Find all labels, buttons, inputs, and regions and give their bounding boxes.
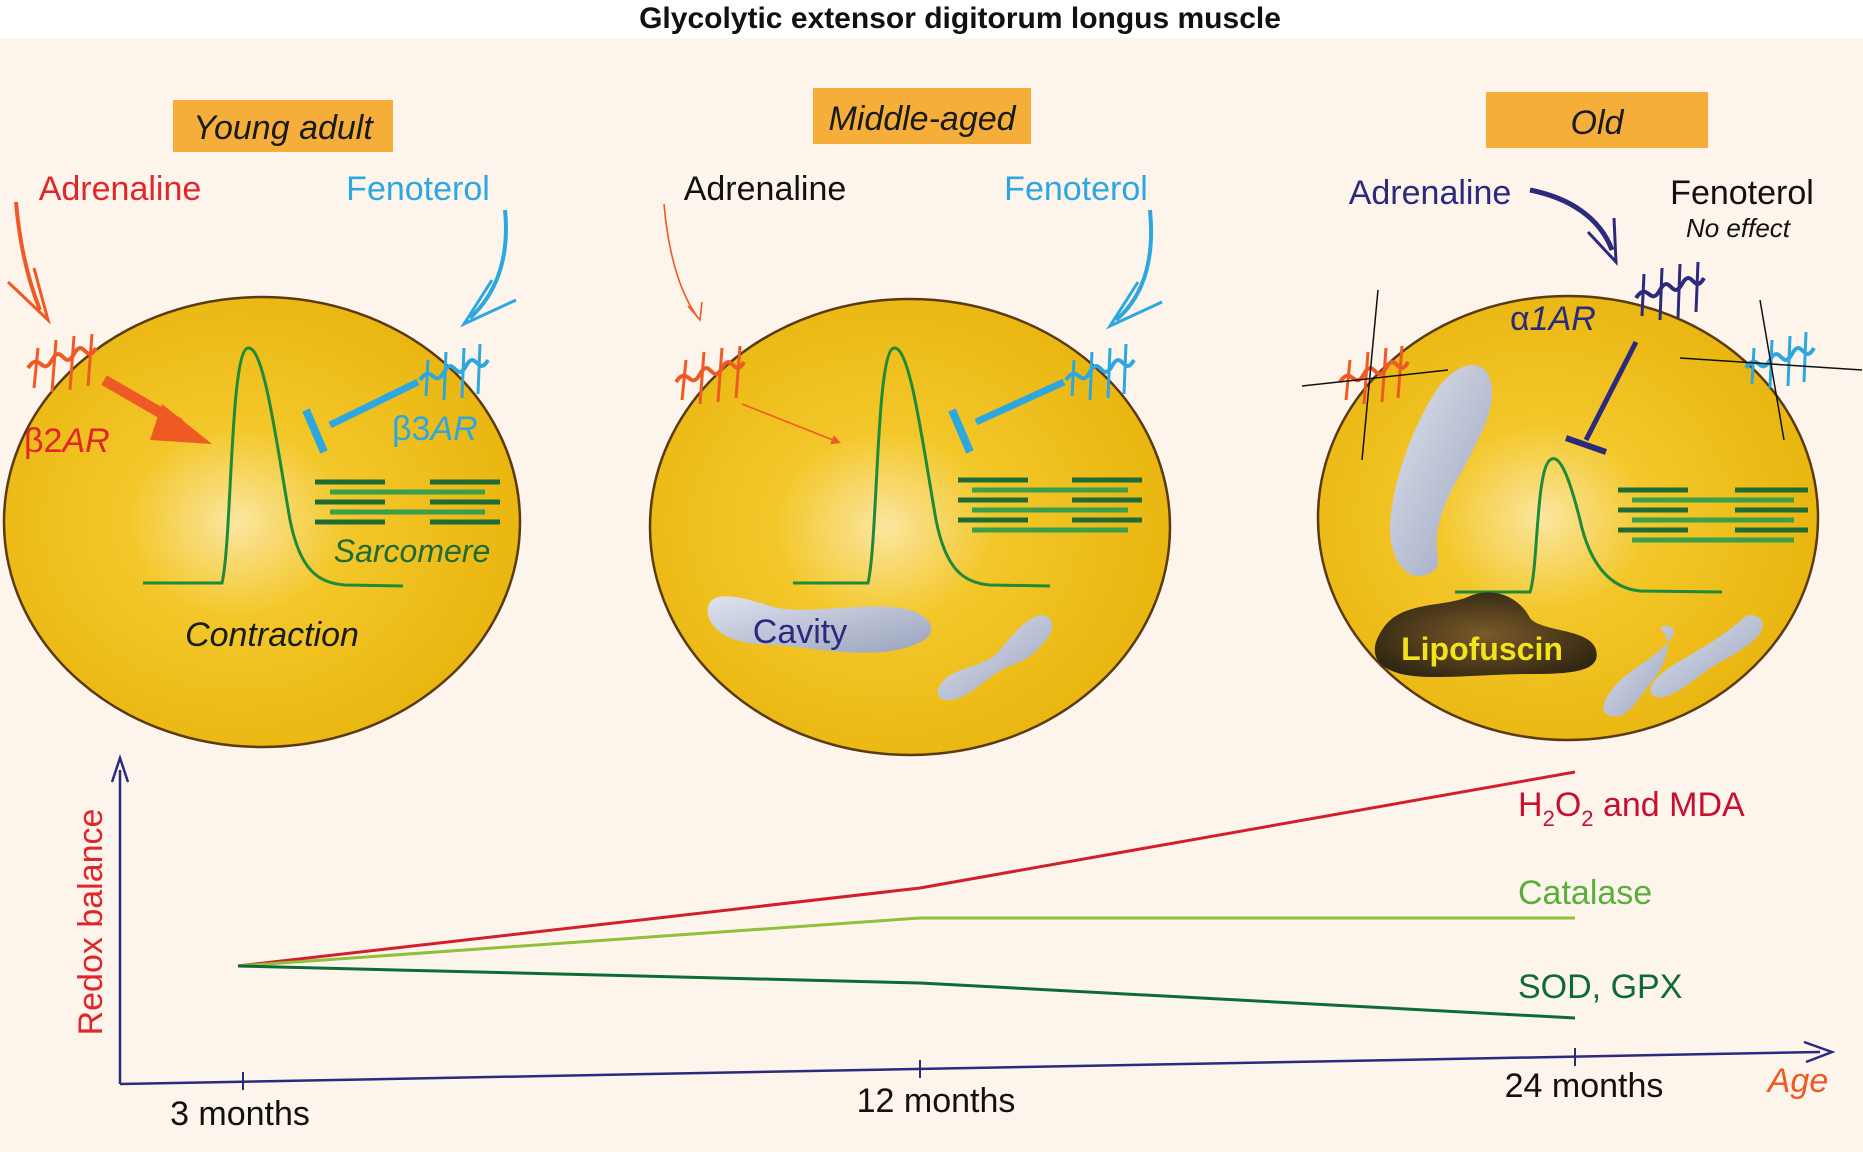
- beta3-receptor-icon: [1064, 358, 1136, 382]
- mitochondrion-shape: [1603, 625, 1674, 717]
- inhibition-line: [328, 378, 420, 429]
- fenoterol-label: Fenoterol: [1004, 170, 1148, 208]
- mitochondrion-shape: [937, 615, 1053, 700]
- contraction-curve: [143, 346, 404, 588]
- contraction-label: Contraction: [185, 616, 359, 654]
- x-axis-label: Age: [1766, 1062, 1829, 1100]
- adrenaline-arrow: [663, 203, 699, 319]
- sarcomere-icon: [1618, 487, 1808, 543]
- series-label-h2o2-mda: H2O2 and MDA: [1518, 786, 1745, 831]
- stage-box: [173, 100, 393, 152]
- lipofuscin-label: Lipofuscin: [1401, 631, 1563, 667]
- contraction-curve: [793, 346, 1051, 588]
- beta3-receptor-icon: [418, 358, 490, 382]
- adrenaline-label: Adrenaline: [39, 170, 202, 208]
- no-effect-note: No effect: [1686, 213, 1792, 243]
- sarcomere-label: Sarcomere: [334, 533, 491, 569]
- sarcomere-icon: [315, 479, 500, 525]
- redox-graph: 3 months 12 months 24 months Age Redox b…: [72, 754, 1836, 1133]
- series-line-h2o2-mda: [237, 770, 1576, 968]
- panel-old: Old Adrenaline Fenoterol No effect α1AR: [1301, 92, 1863, 742]
- adrenaline-label: Adrenaline: [1349, 174, 1512, 212]
- tick-label-3-months: 3 months: [170, 1095, 310, 1133]
- inhibition-line: [1583, 340, 1639, 442]
- beta2-receptor-icon: [674, 360, 746, 384]
- stage-box: [1486, 92, 1708, 148]
- inhibition-line: [974, 378, 1066, 426]
- adrenaline-label: Adrenaline: [684, 170, 847, 208]
- beta3-receptor-icon: [1744, 346, 1816, 370]
- cavity-shape: [1390, 365, 1493, 577]
- series-line-sod-gpx: [237, 964, 1576, 1020]
- fenoterol-arrow: [1114, 209, 1154, 322]
- fenoterol-arrow: [468, 209, 508, 320]
- tick-label-12-months: 12 months: [857, 1082, 1016, 1120]
- fenoterol-label: Fenoterol: [346, 170, 490, 208]
- adrenaline-arrow: [14, 201, 42, 311]
- alpha1-receptor-icon: [1634, 276, 1706, 300]
- series-label-catalase: Catalase: [1518, 874, 1652, 912]
- muscle-fiber-cell: [2, 295, 522, 749]
- panel-middle-aged: Middle-aged Adrenaline Fenoterol Cavity: [648, 88, 1172, 757]
- stimulation-arrow: [741, 403, 841, 445]
- alpha1ar-label: α1AR: [1510, 300, 1596, 338]
- cavity-label: Cavity: [753, 613, 847, 651]
- panel-young-adult: Young adult Adrenaline Fenoterol β2AR β3…: [2, 100, 522, 749]
- sarcomere-icon: [958, 477, 1142, 533]
- beta2-receptor-icon: [1338, 360, 1410, 384]
- y-axis-label: Redox balance: [72, 809, 110, 1036]
- contraction-curve: [1455, 457, 1723, 594]
- cross-mark: [1301, 369, 1449, 387]
- mitochondrion-shape: [1650, 615, 1763, 698]
- cavity-shape: [707, 596, 932, 653]
- x-axis: [119, 1050, 1821, 1086]
- stage-box: [813, 88, 1031, 144]
- stage-label: Middle-aged: [828, 100, 1016, 138]
- lipofuscin-shape: [1374, 592, 1597, 678]
- tick-label-24-months: 24 months: [1505, 1067, 1664, 1105]
- figure-title: Glycolytic extensor digitorum longus mus…: [639, 2, 1281, 35]
- stage-label: Old: [1571, 104, 1625, 142]
- fenoterol-label: Fenoterol: [1670, 174, 1814, 212]
- beta2-receptor-icon: [26, 346, 98, 370]
- series-line-catalase: [237, 916, 1575, 968]
- adrenaline-arrow: [1529, 187, 1615, 251]
- stage-label: Young adult: [193, 109, 374, 147]
- series-label-sod-gpx: SOD, GPX: [1518, 968, 1682, 1006]
- beta2ar-label: β2AR: [24, 422, 110, 460]
- beta3ar-label: β3AR: [392, 410, 478, 448]
